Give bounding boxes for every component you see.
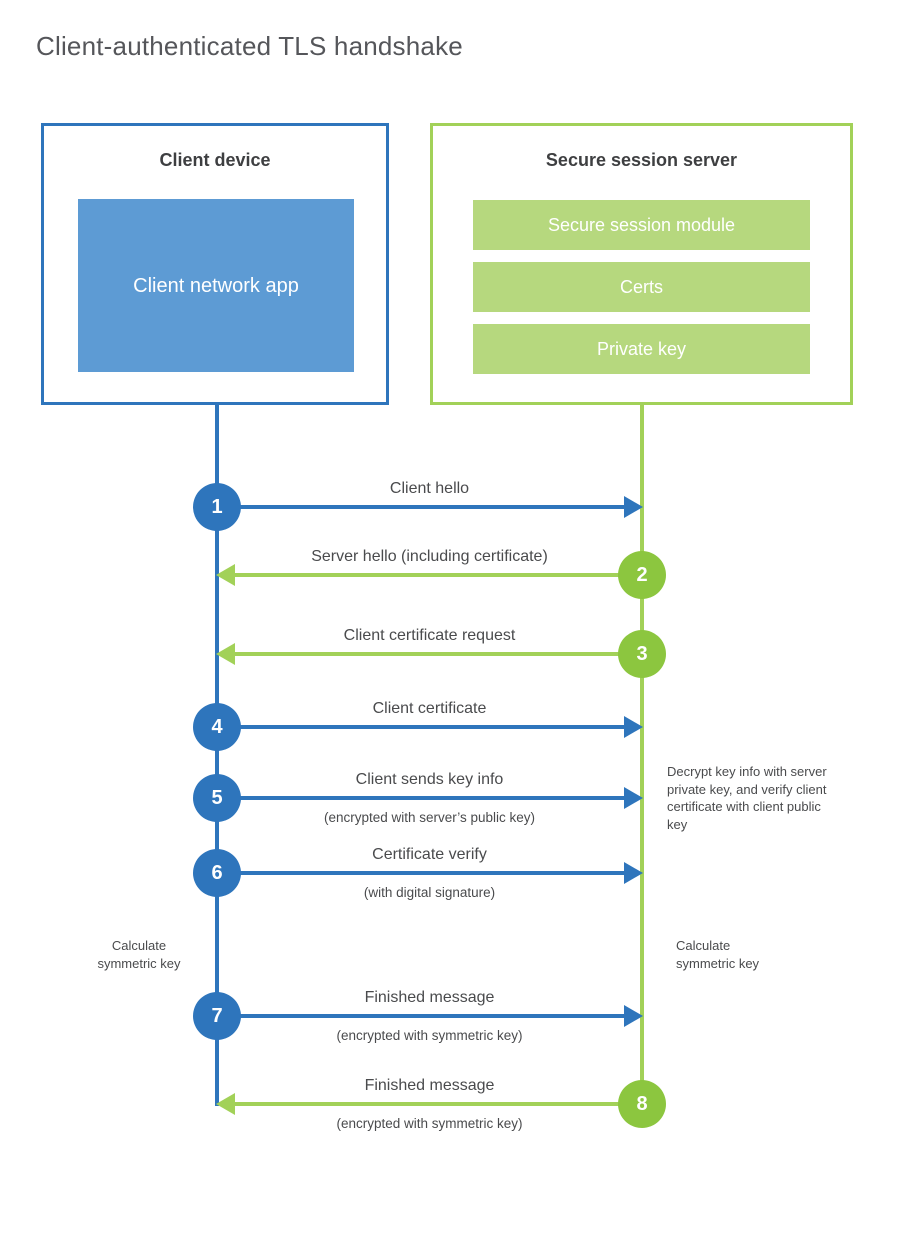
server-lifeline <box>640 405 644 1106</box>
arrow-right-icon <box>624 496 643 518</box>
note-calculate-symmetric-key-server: Calculate symmetric key <box>676 938 760 971</box>
message-sublabel: (encrypted with symmetric key) <box>336 1028 523 1043</box>
arrow-left-icon <box>216 1093 235 1115</box>
message-label: Certificate verify <box>372 846 487 863</box>
arrow-line <box>217 725 627 729</box>
server-module-private-key: Private key <box>473 324 810 374</box>
message-label: Finished message <box>364 989 495 1006</box>
message-label: Client certificate request <box>343 627 516 644</box>
arrow-right-icon <box>624 716 643 738</box>
arrow-line <box>217 1014 627 1018</box>
step-number-badge: 4 <box>193 703 241 751</box>
secure-session-server-title: Secure session server <box>545 150 738 170</box>
message-label: Finished message <box>364 1077 495 1094</box>
arrow-line <box>232 573 642 577</box>
message-label: Client certificate <box>372 700 487 717</box>
arrow-left-icon <box>216 564 235 586</box>
client-device-box: Client device Client network app <box>41 123 389 405</box>
client-network-app-node: Client network app <box>78 199 354 372</box>
arrow-line <box>217 871 627 875</box>
message-label: Client sends key info <box>355 771 504 788</box>
server-module-secure-session-module: Secure session module <box>473 200 810 250</box>
message-label: Server hello (including certificate) <box>311 548 548 565</box>
step-number-badge: 1 <box>193 483 241 531</box>
page-title: Client-authenticated TLS handshake <box>36 31 463 61</box>
arrow-right-icon <box>624 862 643 884</box>
note-decrypt-key-info: Decrypt key info with server private key… <box>667 764 827 832</box>
note-calculate-symmetric-key-client: Calculate symmetric key <box>97 938 181 971</box>
client-lifeline <box>215 405 219 1106</box>
arrow-line <box>217 796 627 800</box>
step-number-badge: 8 <box>618 1080 666 1128</box>
arrow-left-icon <box>216 643 235 665</box>
step-number-badge: 3 <box>618 630 666 678</box>
step-number-badge: 7 <box>193 992 241 1040</box>
arrow-line <box>232 652 642 656</box>
arrow-right-icon <box>624 1005 643 1027</box>
client-network-app-label: Client network app <box>133 274 299 297</box>
message-sublabel: (with digital signature) <box>363 885 496 900</box>
client-device-title: Client device <box>159 150 271 170</box>
arrow-line <box>217 505 627 509</box>
step-number-badge: 5 <box>193 774 241 822</box>
step-number-badge: 2 <box>618 551 666 599</box>
server-module-certs: Certs <box>473 262 810 312</box>
message-sublabel: (encrypted with symmetric key) <box>336 1116 523 1131</box>
secure-session-server-box: Secure session server Secure session mod… <box>430 123 853 405</box>
arrow-right-icon <box>624 787 643 809</box>
message-sublabel: (encrypted with server’s public key) <box>323 810 536 825</box>
step-number-badge: 6 <box>193 849 241 897</box>
message-label: Client hello <box>389 480 470 497</box>
arrow-line <box>232 1102 642 1106</box>
